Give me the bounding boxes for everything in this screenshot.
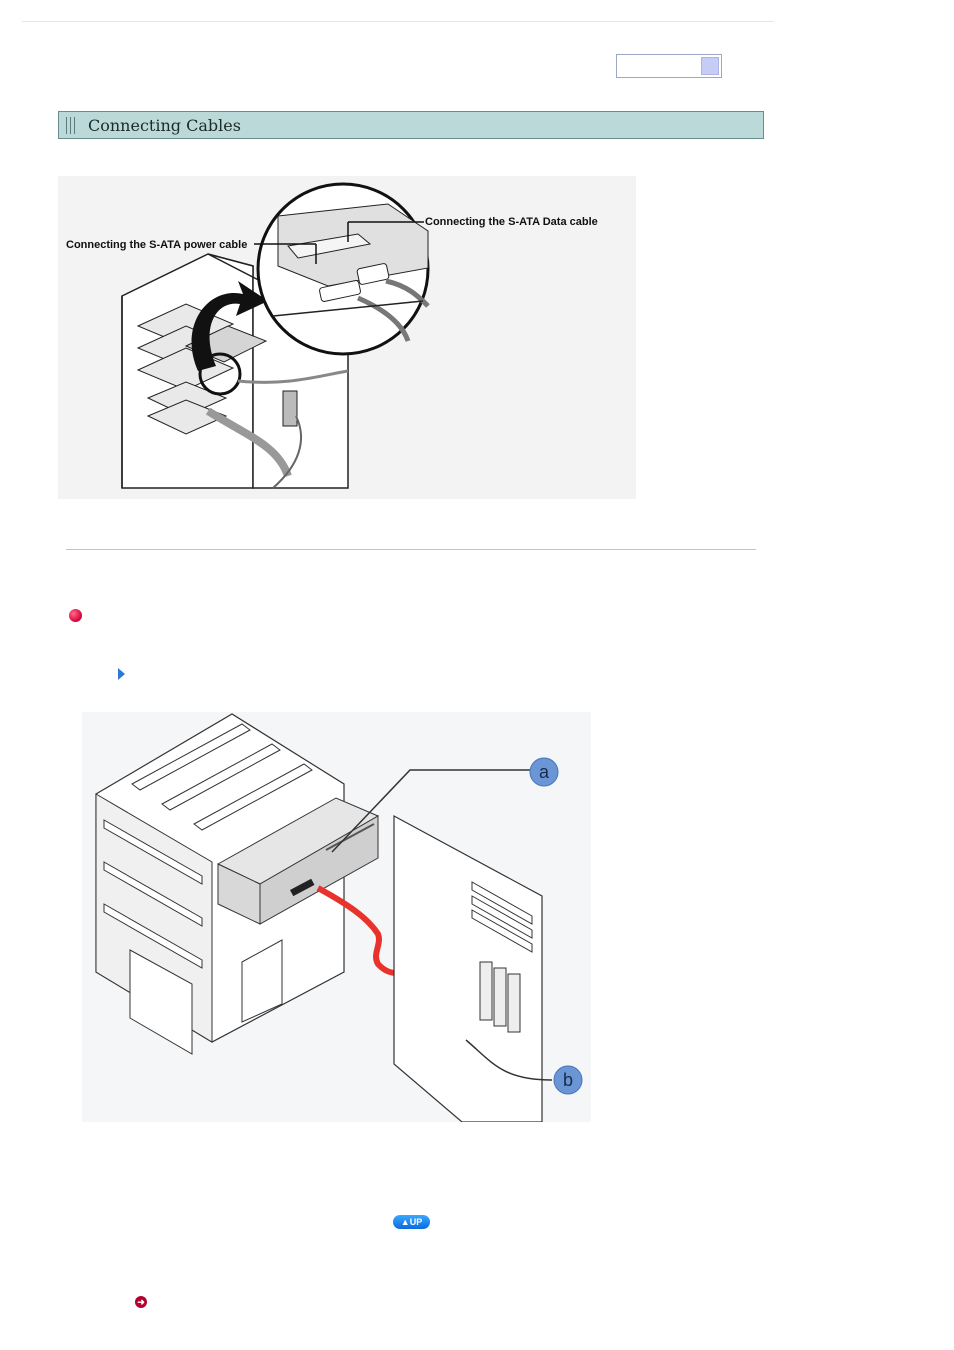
up-button[interactable]: ▲UP [393,1215,430,1229]
nav-box[interactable] [616,54,722,78]
callout-b: b [563,1070,573,1090]
red-bullet-icon [69,609,82,622]
drive-motherboard-illustration: a b [82,712,591,1123]
section-divider [66,549,756,550]
sata-connection-illustration: Connecting the S-ATA power cable Connect… [58,176,636,499]
next-icon[interactable]: ➜ [135,1296,147,1308]
nav-box-icon[interactable] [701,57,719,75]
grip-lines-icon [66,117,80,134]
up-label: ▲UP [400,1217,423,1227]
callout-a: a [539,762,550,782]
label-data-cable: Connecting the S-ATA Data cable [425,216,598,228]
section-title-bar: Connecting Cables [58,111,764,139]
label-power-cable: Connecting the S-ATA power cable [66,239,247,251]
blue-arrow-icon [118,668,125,680]
top-divider [22,21,774,22]
page-title: Connecting Cables [88,116,241,135]
